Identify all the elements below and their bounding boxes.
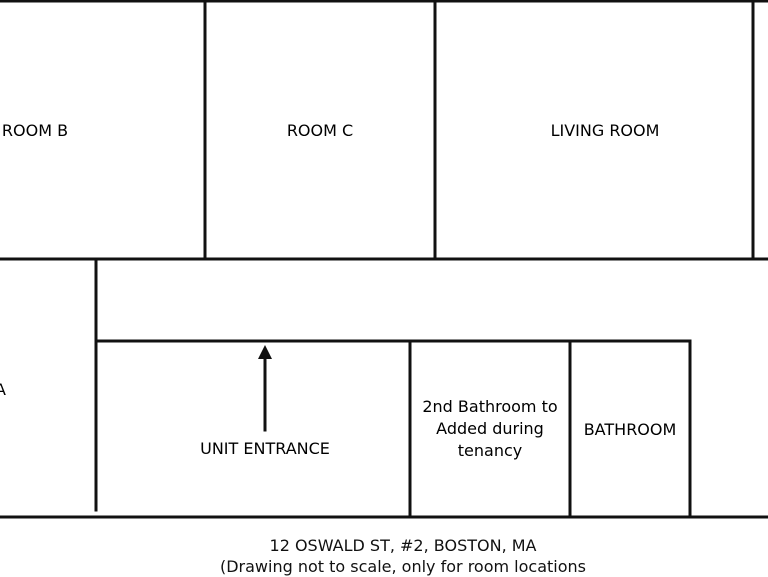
room-a-label-fragment: A xyxy=(0,380,6,399)
unit-entrance-label: UNIT ENTRANCE xyxy=(200,439,330,458)
second-bathroom-label-line-3: tenancy xyxy=(458,441,522,460)
room-c-label: ROOM C xyxy=(287,121,353,140)
second-bathroom-label-line-1: 2nd Bathroom to xyxy=(422,397,557,416)
entrance-arrow-icon xyxy=(258,345,272,359)
living-room-label: LIVING ROOM xyxy=(551,121,660,140)
address-caption: 12 OSWALD ST, #2, BOSTON, MA xyxy=(269,536,537,555)
room-b-label: ROOM B xyxy=(2,121,68,140)
bathroom-label: BATHROOM xyxy=(584,420,677,439)
scale-note-caption: (Drawing not to scale, only for room loc… xyxy=(219,557,586,576)
second-bathroom-label-line-2: Added during xyxy=(436,419,544,438)
